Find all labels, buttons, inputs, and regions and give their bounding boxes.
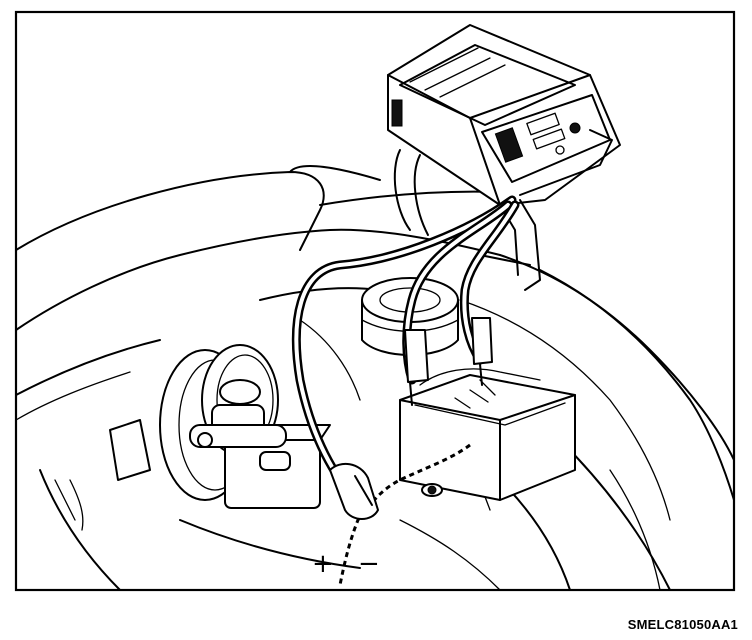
minus-sign: − — [358, 549, 380, 579]
charger-cables — [291, 195, 520, 500]
battery — [399, 368, 576, 501]
ground-strap — [338, 443, 471, 586]
battery-clamps — [329, 317, 493, 520]
plus-sign: + — [312, 549, 334, 579]
figure-code: SMELC81050AA1 — [627, 617, 738, 632]
battery-charger — [387, 24, 621, 291]
diagram-frame — [14, 10, 736, 592]
master-cylinder — [189, 379, 331, 509]
vehicle-body-lines — [15, 165, 735, 591]
